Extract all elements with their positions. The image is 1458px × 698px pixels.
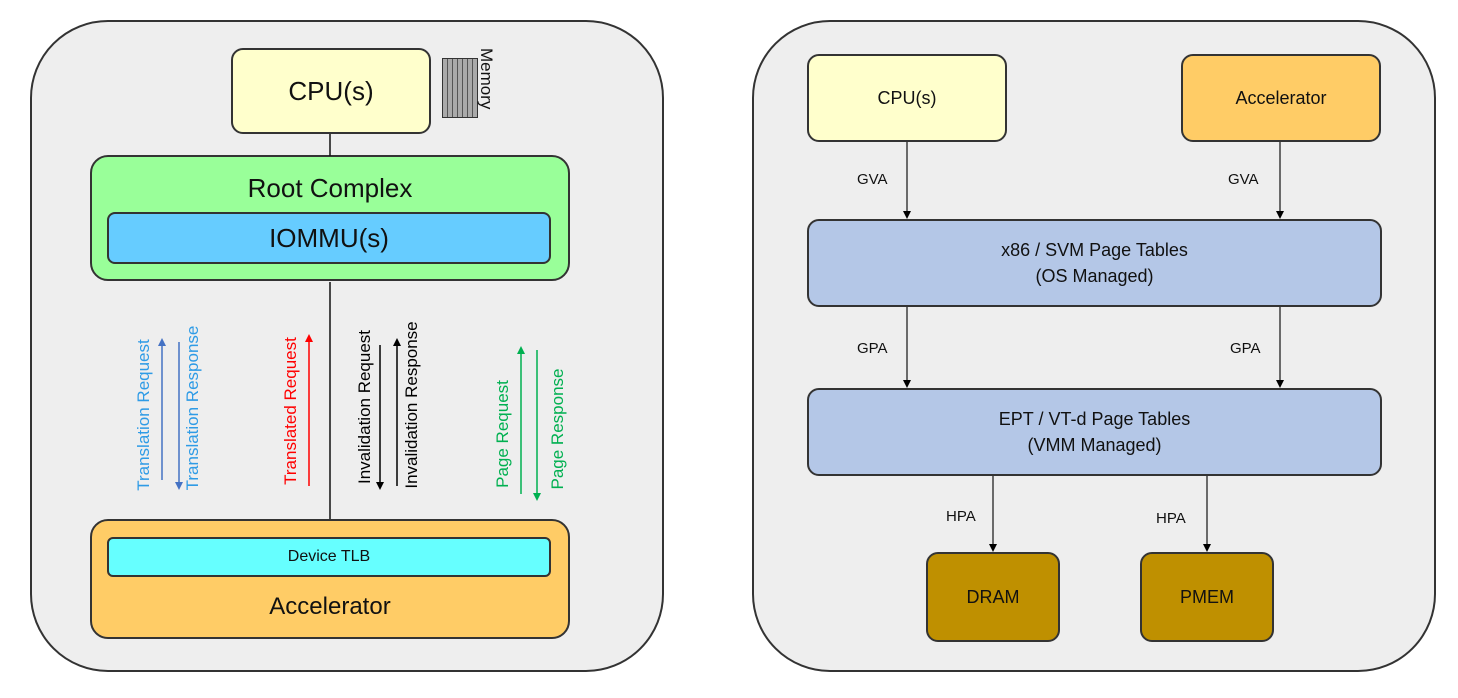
hpa-right-label: HPA bbox=[1156, 510, 1186, 527]
ept-tables-line2: (VMM Managed) bbox=[1027, 435, 1162, 455]
pmem-box: PMEM bbox=[1140, 552, 1274, 642]
cpu-box-left: CPU(s) bbox=[231, 48, 431, 134]
gva-left-label: GVA bbox=[857, 171, 888, 188]
accelerator-label-right: Accelerator bbox=[1235, 87, 1327, 108]
device-tlb-label: Device TLB bbox=[287, 548, 371, 565]
cpu-label-left: CPU(s) bbox=[288, 75, 374, 106]
gva-right-label: GVA bbox=[1228, 171, 1259, 188]
root-complex-label: Root Complex bbox=[247, 173, 413, 203]
pmem-label: PMEM bbox=[1180, 586, 1234, 607]
hpa-left-label: HPA bbox=[946, 508, 976, 525]
dram-label: DRAM bbox=[966, 586, 1020, 607]
iommu-label: IOMMU(s) bbox=[269, 222, 389, 253]
svm-tables-line1: x86 / SVM Page Tables bbox=[1001, 240, 1188, 260]
accelerator-box-right: Accelerator bbox=[1181, 54, 1381, 142]
iommu-box: IOMMU(s) bbox=[107, 212, 551, 264]
memory-icon bbox=[442, 58, 478, 118]
ept-page-tables-box: EPT / VT-d Page Tables (VMM Managed) bbox=[807, 388, 1382, 476]
svm-tables-line2: (OS Managed) bbox=[1035, 266, 1154, 286]
cpu-box-right: CPU(s) bbox=[807, 54, 1007, 142]
accelerator-label-left: Accelerator bbox=[269, 593, 391, 620]
dram-box: DRAM bbox=[926, 552, 1060, 642]
ept-tables-line1: EPT / VT-d Page Tables bbox=[998, 409, 1191, 429]
gpa-right-label: GPA bbox=[1230, 340, 1261, 357]
device-tlb-box: Device TLB bbox=[107, 537, 551, 577]
svm-page-tables-box: x86 / SVM Page Tables (OS Managed) bbox=[807, 219, 1382, 307]
gpa-left-label: GPA bbox=[857, 340, 888, 357]
cpu-label-right: CPU(s) bbox=[877, 87, 937, 108]
